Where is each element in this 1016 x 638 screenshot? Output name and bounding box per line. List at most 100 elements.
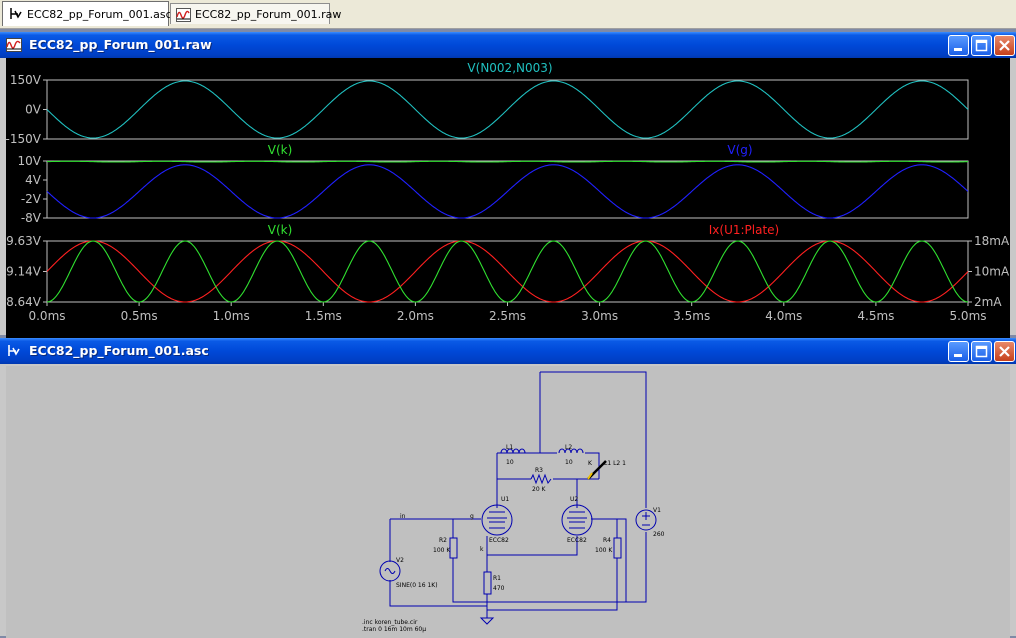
voltage-source-v1[interactable] [635, 509, 657, 531]
resistor-r4[interactable] [613, 537, 622, 559]
label-l1-value: 10 [506, 459, 514, 466]
y-tick-label: 9.14V [6, 265, 42, 279]
waveform-plot-area[interactable]: 150V 0V -150V 10V 4V -2V -8V 9.63V 9.14V 8.64V 18m… [6, 58, 1010, 362]
y-tick-label: -8V [21, 211, 42, 225]
window-titlebar[interactable]: ECC82_pp_Forum_001.raw [0, 32, 1016, 58]
tab-waveform[interactable]: ECC82_pp_Forum_001.raw [170, 3, 341, 24]
x-tick-label: 3.5ms [673, 309, 710, 323]
label-r4: R4 [603, 537, 611, 544]
maximize-icon [975, 39, 988, 52]
plot-pane-frame [46, 160, 969, 219]
close-button[interactable] [994, 35, 1015, 56]
label-v2: V2 [396, 557, 404, 564]
x-tick-label: 0.0ms [28, 309, 65, 323]
y-tick-label: 10V [18, 154, 42, 168]
y-tick-label: 9.63V [6, 234, 42, 248]
trace-label: V(k) [268, 223, 293, 237]
x-tick-label: 2.5ms [489, 309, 526, 323]
trace-v-k-2 [46, 240, 969, 303]
tube-u1[interactable] [481, 504, 513, 536]
label-r3-value: 20 K [532, 486, 547, 493]
document-tab-bar: ECC82_pp_Forum_001.asc ECC82_pp_Forum_00… [0, 0, 1016, 29]
waveform-window: ECC82_pp_Forum_001.raw 150V 0V -150V 10V 4V -… [0, 32, 1016, 362]
label-v2-value: SINE(0 16 1K) [396, 582, 438, 589]
label-l2: L2 [565, 444, 572, 451]
minimize-button[interactable] [948, 35, 969, 56]
window-titlebar[interactable]: ECC82_pp_Forum_001.asc [0, 338, 1016, 364]
inductor-l1[interactable] [500, 448, 526, 454]
label-r2-value: 100 K [433, 547, 451, 554]
y-tick-label: 8.64V [6, 295, 42, 309]
label-net-in: in [400, 513, 406, 520]
close-button[interactable] [994, 341, 1015, 362]
resistor-r3[interactable] [530, 473, 552, 485]
label-l1: L1 [506, 444, 513, 451]
trace-label: V(N002,N003) [467, 61, 552, 75]
trace-v-k [47, 160, 969, 163]
maximize-button[interactable] [971, 341, 992, 362]
minimize-icon [954, 48, 962, 51]
window-title: ECC82_pp_Forum_001.raw [29, 37, 212, 52]
label-v1: V1 [653, 507, 661, 514]
label-net-k: k [480, 546, 484, 553]
minimize-button[interactable] [948, 341, 969, 362]
label-u2: U2 [570, 496, 578, 503]
ground-symbol [479, 617, 495, 625]
trace-v-n002-n003 [46, 80, 969, 139]
coupling-pen-icon [587, 460, 607, 480]
window-title: ECC82_pp_Forum_001.asc [29, 343, 209, 358]
maximize-icon [975, 345, 988, 358]
y-tick-label: -150V [6, 132, 42, 146]
x-tick-label: 2.0ms [397, 309, 434, 323]
label-v1-value: 260 [653, 531, 665, 538]
minimize-icon [954, 354, 962, 357]
schematic-icon [8, 345, 20, 356]
schematic-window: ECC82_pp_Forum_001.asc [0, 338, 1016, 638]
x-tick-label: 1.5ms [305, 309, 342, 323]
y2-tick-label: 18mA [974, 234, 1010, 248]
waveform-plot[interactable]: 150V 0V -150V 10V 4V -2V -8V 9.63V 9.14V 8.64V 18m… [6, 58, 1010, 362]
tab-schematic[interactable]: ECC82_pp_Forum_001.asc [2, 1, 172, 26]
y-tick-label: 0V [25, 103, 42, 117]
tube-u2[interactable] [561, 504, 593, 536]
label-net-g: g [470, 513, 474, 520]
waveform-icon [176, 8, 191, 22]
y2-tick-label: 2mA [974, 295, 1002, 309]
label-u1-model: ECC82 [489, 537, 509, 544]
spice-directive-inc[interactable]: .inc koren_tube.cir [362, 619, 418, 626]
trace-ix-u1-plate [46, 240, 969, 303]
schematic-wires [389, 371, 647, 618]
spice-directive-tran[interactable]: .tran 0 16m 10m 60μ [362, 626, 426, 633]
x-tick-label: 5.0ms [949, 309, 986, 323]
maximize-button[interactable] [971, 35, 992, 56]
y-tick-label: 150V [10, 73, 42, 87]
y-tick-label: -2V [21, 192, 42, 206]
label-r2: R2 [439, 537, 447, 544]
y-tick-label: 4V [25, 173, 42, 187]
x-tick-label: 1.0ms [213, 309, 250, 323]
waveform-icon [6, 38, 22, 52]
trace-label: Ix(U1:Plate) [709, 223, 779, 237]
tab-label: ECC82_pp_Forum_001.asc [27, 8, 172, 21]
schematic-drawing[interactable]: L1 10 L2 10 R3 20 K K L1 L2 1 U1 ECC82 U… [6, 366, 1010, 638]
trace-label: V(k) [268, 143, 293, 157]
label-r4-value: 100 K [595, 547, 613, 554]
label-r3: R3 [535, 467, 543, 474]
resistor-r1[interactable] [483, 571, 492, 595]
x-tick-label: 0.5ms [121, 309, 158, 323]
inductor-l2[interactable] [558, 448, 584, 454]
trace-v-g [46, 164, 969, 219]
label-k-expression: L1 L2 1 [604, 460, 626, 467]
x-tick-label: 4.0ms [765, 309, 802, 323]
voltage-source-v2[interactable] [379, 560, 401, 582]
label-u2-model: ECC82 [567, 537, 587, 544]
tab-label: ECC82_pp_Forum_001.raw [195, 8, 342, 21]
schematic-canvas[interactable]: L1 10 L2 10 R3 20 K K L1 L2 1 U1 ECC82 U… [6, 366, 1010, 638]
trace-label: V(g) [727, 143, 752, 157]
resistor-r2[interactable] [449, 537, 458, 559]
label-r1: R1 [493, 575, 501, 582]
close-icon [999, 40, 1010, 51]
label-l2-value: 10 [565, 459, 573, 466]
x-tick-label: 3.0ms [581, 309, 618, 323]
close-icon [999, 346, 1010, 357]
